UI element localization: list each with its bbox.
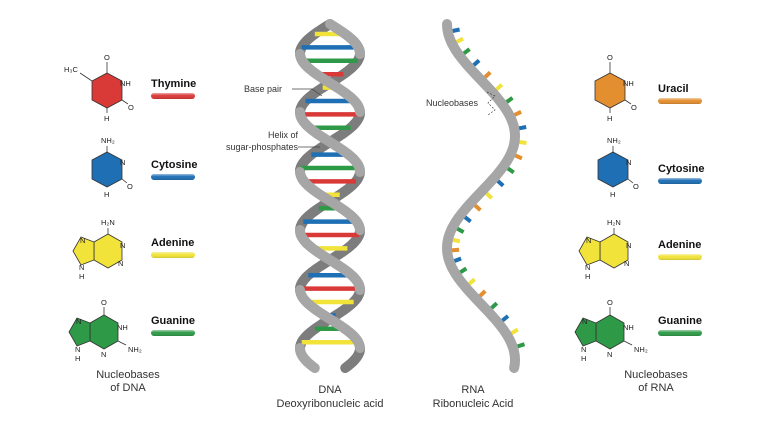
cytosine-ring xyxy=(91,151,123,188)
cytosine-atom-o: O xyxy=(127,182,133,191)
guanine-six-ring xyxy=(89,314,119,350)
dna-cytosine-name: Cytosine xyxy=(151,159,197,171)
base-pair-label: Base pair xyxy=(244,84,282,94)
thymine-atom-ch3: H₃C xyxy=(64,65,78,74)
uracil-atom-nh: NH xyxy=(623,79,634,88)
dna-guanine-name: Guanine xyxy=(151,315,195,327)
rna-guanine-atom-n9: N xyxy=(581,345,586,354)
rna-uracil-bar xyxy=(658,98,702,104)
rna-nucleobases-caption-line2: of RNA xyxy=(638,382,674,394)
uracil-atom-h: H xyxy=(607,114,612,123)
rna-guanine-atom-n7: N xyxy=(582,317,587,326)
helix-label-line1: Helix of xyxy=(268,130,299,140)
rna-adenine-atom-n7: N xyxy=(586,236,591,245)
rna-cytosine-atom-nh2: NH₂ xyxy=(607,136,621,145)
rna-cytosine-bar xyxy=(658,178,702,184)
dna-strand-2-segment xyxy=(340,361,353,373)
dna-thymine-bar xyxy=(151,93,195,99)
adenine-atom-n9: N xyxy=(79,263,84,272)
dna-caption-line2: Deoxyribonucleic acid xyxy=(277,398,384,410)
guanine-atom-n3: N xyxy=(101,350,106,359)
cytosine-atom-h: H xyxy=(104,190,109,199)
rna-uracil-name: Uracil xyxy=(658,83,689,95)
dna-base-pairs-group xyxy=(300,31,360,345)
dna-cytosine-bar xyxy=(151,174,195,180)
rna-nucleobases-caption-line1: Nucleobases xyxy=(624,369,688,381)
dna-nucleobases-caption-line2: of DNA xyxy=(110,382,146,394)
guanine-atom-o: O xyxy=(101,298,107,307)
rna-caption-line1: RNA xyxy=(461,384,485,396)
rna-adenine-bar xyxy=(658,254,702,260)
cytosine-atom-nh2: NH₂ xyxy=(101,136,115,145)
rna-cytosine-atom-o: O xyxy=(633,182,639,191)
guanine-atom-h: H xyxy=(75,354,80,363)
dna-adenine-bar xyxy=(151,252,195,258)
rna-cytosine-atom-h: H xyxy=(610,190,615,199)
dna-cytosine-molecule: NH₂ N O H xyxy=(91,136,133,199)
rna-adenine-atom-n1: N xyxy=(626,241,631,250)
rna-cytosine-molecule: NH₂ N O H xyxy=(597,136,639,199)
rna-adenine-name: Adenine xyxy=(658,239,701,251)
dna-thymine-molecule: H₃C O NH O H xyxy=(64,53,134,123)
rna-guanine-atom-n3: N xyxy=(607,350,612,359)
thymine-atom-h: H xyxy=(104,114,109,123)
rna-adenine-five-ring xyxy=(578,236,601,266)
rna-guanine-atom-nh2: NH₂ xyxy=(634,345,648,354)
rna-adenine-molecule: H₂N N N N N H xyxy=(578,218,631,281)
helix-label-line2: sugar-phosphates xyxy=(226,142,299,152)
uracil-atom-o-top: O xyxy=(607,53,613,62)
thymine-ring xyxy=(91,72,123,109)
base-pair-leader-line xyxy=(292,88,323,97)
rna-guanine-five-ring xyxy=(574,317,597,347)
guanine-atom-n9: N xyxy=(75,345,80,354)
rna-adenine-atom-n9: N xyxy=(585,263,590,272)
adenine-atom-h: H xyxy=(79,272,84,281)
rna-guanine-atom-o: O xyxy=(607,298,613,307)
adenine-atom-h2n: H₂N xyxy=(101,218,115,227)
dna-caption-line1: DNA xyxy=(318,384,342,396)
dna-adenine-molecule: H₂N N N N N H xyxy=(72,218,125,281)
uracil-atom-o-right: O xyxy=(631,103,637,112)
rna-uracil-molecule: O NH O H xyxy=(594,53,637,123)
guanine-atom-nh: NH xyxy=(117,323,128,332)
rna-caption-line2: Ribonucleic Acid xyxy=(433,398,514,410)
dna-adenine-name: Adenine xyxy=(151,237,194,249)
adenine-five-ring xyxy=(72,236,95,266)
guanine-atom-n7: N xyxy=(76,317,81,326)
thymine-atom-o-right: O xyxy=(128,103,134,112)
thymine-atom-o-top: O xyxy=(104,53,110,62)
guanine-five-ring xyxy=(68,317,91,347)
rna-callout-bracket xyxy=(486,91,496,116)
dna-guanine-molecule: O NH N N N NH₂ H xyxy=(68,298,142,363)
adenine-atom-n1: N xyxy=(120,241,125,250)
rna-guanine-atom-nh: NH xyxy=(623,323,634,332)
rna-cytosine-name: Cytosine xyxy=(658,163,704,175)
adenine-atom-n3: N xyxy=(118,259,123,268)
rna-guanine-molecule: O NH N N N NH₂ H xyxy=(574,298,648,363)
guanine-atom-nh2: NH₂ xyxy=(128,345,142,354)
rna-cytosine-ring xyxy=(597,151,629,188)
dna-front-strand-group xyxy=(295,19,365,373)
rna-guanine-six-ring xyxy=(595,314,625,350)
rna-backbone xyxy=(441,19,521,373)
rna-adenine-atom-h2n: H₂N xyxy=(607,218,621,227)
rna-guanine-name: Guanine xyxy=(658,315,702,327)
thymine-atom-nh: NH xyxy=(120,79,131,88)
dna-strand-1-segment xyxy=(307,361,320,373)
rna-adenine-atom-n3: N xyxy=(624,259,629,268)
rna-guanine-bar xyxy=(658,330,702,336)
cytosine-atom-n: N xyxy=(120,158,125,167)
rna-nucleobases-callout: Nucleobases xyxy=(426,98,479,108)
dna-nucleobases-caption-line1: Nucleobases xyxy=(96,369,160,381)
adenine-atom-n7: N xyxy=(80,236,85,245)
dna-guanine-bar xyxy=(151,330,195,336)
dna-thymine-name: Thymine xyxy=(151,78,196,90)
rna-adenine-atom-h: H xyxy=(585,272,590,281)
rna-cytosine-atom-n: N xyxy=(626,158,631,167)
rna-strand-group xyxy=(441,19,521,373)
rna-guanine-atom-h: H xyxy=(581,354,586,363)
uracil-ring xyxy=(594,72,626,109)
